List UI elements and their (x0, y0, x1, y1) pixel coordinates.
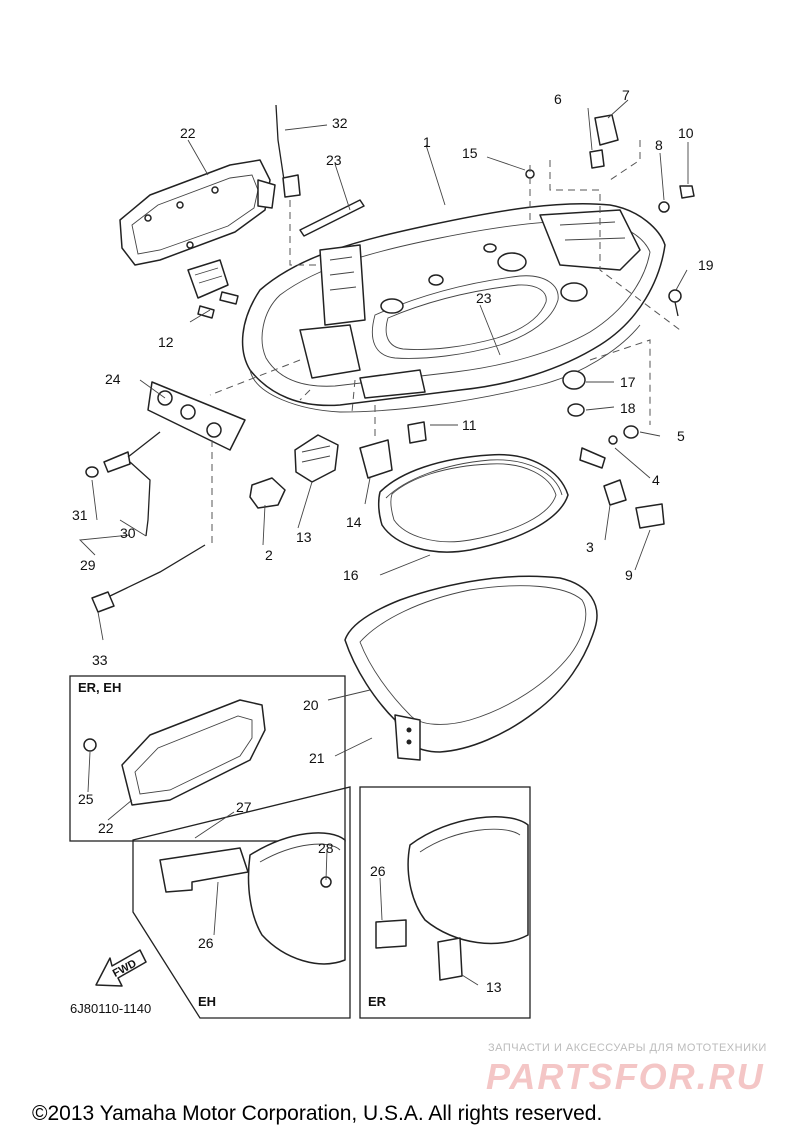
callout-17: 17 (620, 374, 636, 390)
callout-12: 12 (158, 334, 174, 350)
inset-er (359, 786, 531, 1019)
callout-14: 14 (346, 514, 362, 530)
callout-7: 7 (622, 87, 630, 103)
wire-assembly (85, 431, 206, 613)
small-parts-right (407, 114, 695, 529)
callout-20: 20 (303, 697, 319, 713)
callout-16: 16 (343, 567, 359, 583)
callout-24: 24 (105, 371, 121, 387)
watermark-tagline: ЗАПЧАСТИ И АКСЕССУАРЫ ДЛЯ МОТОТЕХНИКИ (488, 1042, 767, 1054)
grommet-12 (187, 259, 239, 319)
seal-ring (377, 453, 569, 553)
callout-27: 27 (236, 799, 252, 815)
callout-33: 33 (92, 652, 108, 668)
leader-lines (79, 99, 689, 986)
callout-26b: 26 (370, 863, 386, 879)
callout-13: 13 (296, 529, 312, 545)
callout-1: 1 (423, 134, 431, 150)
side-cover-22 (119, 159, 276, 266)
inset-er-eh (69, 675, 346, 842)
callout-30: 30 (120, 525, 136, 541)
callout-3: 3 (586, 539, 594, 555)
inset-er-title: ER (368, 994, 387, 1009)
inset-eh-title: EH (198, 994, 216, 1009)
watermark-brand: PARTSFOR.RU (486, 1056, 765, 1097)
copyright-notice: ©2013 Yamaha Motor Corporation, U.S.A. A… (32, 1102, 603, 1125)
cowling-liner (344, 575, 598, 761)
callout-22: 22 (180, 125, 196, 141)
part-code: 6J80110-1140 (70, 1001, 151, 1016)
bottom-cowling (241, 202, 666, 413)
plate-24 (147, 381, 246, 451)
fwd-arrow: FWD (95, 949, 147, 987)
inset-eh (132, 786, 351, 1019)
cable-32 (275, 104, 301, 198)
callout-21: 21 (309, 750, 325, 766)
callout-22-inset: 22 (98, 820, 114, 836)
callout-25: 25 (78, 791, 94, 807)
callout-6: 6 (554, 91, 562, 107)
rubber-strip-23 (299, 199, 365, 237)
callout-29: 29 (80, 557, 96, 573)
inset-er-eh-title: ER, EH (78, 680, 121, 695)
callout-labels: 1 2 3 4 5 6 7 8 9 10 11 12 13 14 15 16 1… (72, 87, 714, 995)
callout-18: 18 (620, 400, 636, 416)
callout-28: 28 (318, 840, 334, 856)
callout-15: 15 (462, 145, 478, 161)
callout-19: 19 (698, 257, 714, 273)
callout-4: 4 (652, 472, 660, 488)
callout-32: 32 (332, 115, 348, 131)
grommets-2-13-14 (249, 434, 393, 509)
assembly-line (209, 140, 681, 545)
callout-31: 31 (72, 507, 88, 523)
callout-13-inset: 13 (486, 979, 502, 995)
callout-10: 10 (678, 125, 694, 141)
callout-5: 5 (677, 428, 685, 444)
callout-8: 8 (655, 137, 663, 153)
callout-23a: 23 (326, 152, 342, 168)
callout-9: 9 (625, 567, 633, 583)
callout-26a: 26 (198, 935, 214, 951)
callout-11: 11 (462, 417, 477, 433)
fwd-label: FWD (111, 958, 139, 980)
callout-2: 2 (265, 547, 273, 563)
callout-23b: 23 (476, 290, 492, 306)
